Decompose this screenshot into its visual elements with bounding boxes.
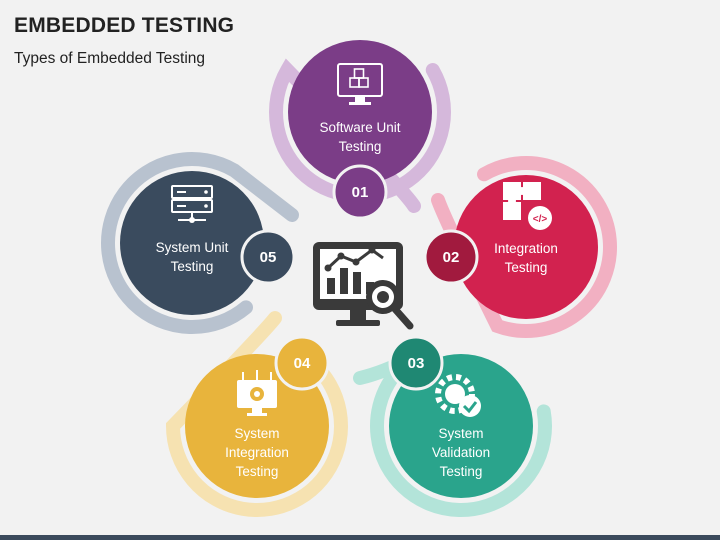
monitor-cubes-icon <box>337 63 383 105</box>
item-4-label-line-2: Integration <box>225 445 289 460</box>
badge-04-number: 04 <box>294 355 311 372</box>
item-system-unit-testing: System Unit Testing <box>120 171 264 315</box>
badge-04: 04 <box>274 335 330 391</box>
monitor-gear-icon <box>237 370 277 416</box>
item-2-label-line-1: Integration <box>494 241 558 256</box>
item-3-label-line-2: Validation <box>432 445 490 460</box>
item-2-label-line-2: Testing <box>505 260 548 275</box>
item-4-label-line-3: Testing <box>236 464 279 479</box>
item-software-unit-testing: Software Unit Testing <box>288 40 432 184</box>
badge-03: 03 <box>388 335 444 391</box>
item-3-label-line-3: Testing <box>440 464 483 479</box>
ring-05 <box>101 152 299 334</box>
badge-02: 02 <box>423 229 479 285</box>
svg-text:</>: </> <box>533 214 548 225</box>
page-title: EMBEDDED TESTING <box>14 14 235 37</box>
item-4-label-line-1: System <box>234 426 279 441</box>
badge-01-number: 01 <box>352 184 369 201</box>
item-1-label-line-2: Testing <box>339 139 382 154</box>
monitor-analytics-magnifier-icon <box>313 242 414 330</box>
item-5-label-line-2: Testing <box>171 259 214 274</box>
item-system-validation-testing: System Validation Testing <box>389 354 533 498</box>
server-icon <box>171 185 213 223</box>
item-5-label-line-1: System Unit <box>156 240 229 255</box>
badge-02-number: 02 <box>443 249 460 266</box>
item-3-label-line-1: System <box>438 426 483 441</box>
gear-check-icon <box>435 374 481 417</box>
page-subtitle: Types of Embedded Testing <box>14 50 206 67</box>
bottom-bar <box>0 535 720 540</box>
badge-01: 01 <box>332 164 388 220</box>
badge-05: 05 <box>240 229 296 285</box>
item-system-integration-testing: System Integration Testing <box>185 354 329 498</box>
item-1-label-line-1: Software Unit <box>319 120 400 135</box>
badge-05-number: 05 <box>260 249 277 266</box>
item-integration-testing: </> Integration Testing <box>454 175 598 319</box>
badge-03-number: 03 <box>408 355 425 372</box>
puzzle-code-icon: </> <box>503 182 552 230</box>
